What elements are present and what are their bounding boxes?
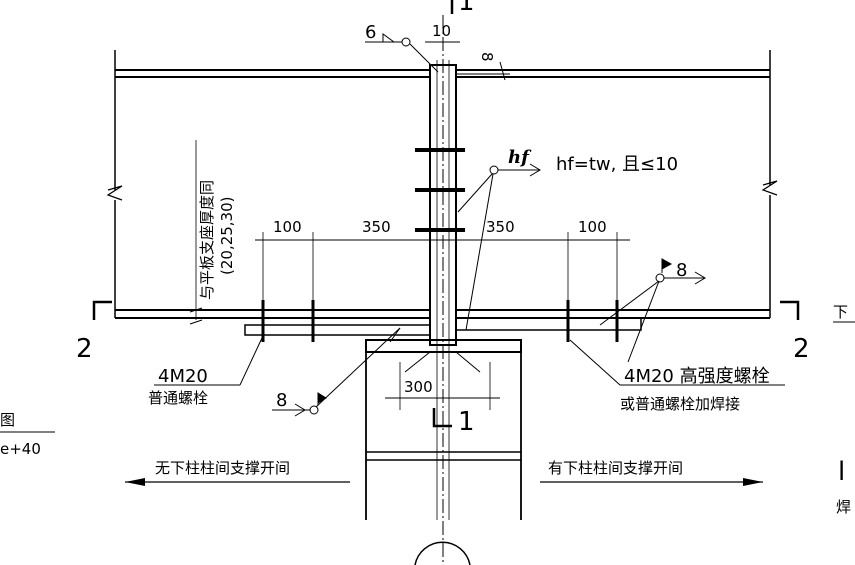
edge-right-frag2: l xyxy=(838,457,845,487)
left-weld-size: 8 xyxy=(276,390,287,411)
splice-plate xyxy=(415,15,465,565)
weld-eight-top: 8 xyxy=(478,52,496,62)
column xyxy=(365,339,522,565)
hf-weld-note: hf hf=tw, 且≤10 xyxy=(457,147,678,331)
hf-symbol: hf xyxy=(508,147,532,168)
section-2-right-label: 2 xyxy=(793,334,810,364)
vertical-note-line1: 与平板支座厚度同 xyxy=(198,180,216,300)
dim-350-left: 350 xyxy=(362,218,391,236)
section-mark-1-top: 1 xyxy=(450,0,475,17)
dim-100-right: 100 xyxy=(578,218,607,236)
right-bolt-callout: 8 4M20 高强度螺栓 或普通螺栓加焊接 xyxy=(569,258,785,413)
dim-300: 300 xyxy=(404,378,433,396)
bearing-plates xyxy=(244,317,642,336)
section-mark-2-left: 2 xyxy=(76,300,112,364)
edge-left-line1: 图 xyxy=(0,411,15,429)
section-1-top-label: 1 xyxy=(458,0,475,17)
right-bolt-spec: 4M20 高强度螺栓 xyxy=(624,366,770,387)
hf-formula: hf=tw, 且≤10 xyxy=(556,154,678,175)
dimension-lines xyxy=(189,41,630,410)
edge-right-frag3: 焊 xyxy=(836,498,851,516)
left-beam xyxy=(106,50,430,319)
section-mark-2-right: 2 xyxy=(780,300,810,364)
vertical-thickness-note: 与平板支座厚度同 (20,25,30) xyxy=(198,180,236,300)
span-right: 有下柱柱间支撑开间 xyxy=(540,459,763,486)
span-left: 无下柱柱间支撑开间 xyxy=(125,459,350,486)
dim-350-right: 350 xyxy=(486,218,515,236)
section-1-bottom-label: 1 xyxy=(458,407,475,437)
edge-right-frag1: 下 xyxy=(833,303,848,321)
left-bolt-spec: 4M20 xyxy=(158,366,208,387)
span-left-label: 无下柱柱间支撑开间 xyxy=(155,459,290,477)
right-weld-size: 8 xyxy=(676,260,687,281)
section-2-left-label: 2 xyxy=(76,334,93,364)
left-bolt-desc: 普通螺栓 xyxy=(148,389,208,407)
dim-100-left: 100 xyxy=(273,218,302,236)
gap-10-dim: 10 xyxy=(432,22,451,40)
top-weld-annotations: 6 10 8 xyxy=(365,22,510,81)
edge-fragments: 图 e+40 下 l 焊 xyxy=(0,303,855,516)
left-bolt-callout: 4M20 普通螺栓 8 xyxy=(148,327,401,417)
section-mark-1-bottom: 1 xyxy=(432,407,475,437)
vertical-note-line2: (20,25,30) xyxy=(218,196,236,275)
weld-top-size: 6 xyxy=(365,22,376,43)
right-beam xyxy=(455,50,778,319)
bolt-markers xyxy=(261,300,619,342)
span-right-label: 有下柱柱间支撑开间 xyxy=(548,459,683,477)
right-bolt-desc: 或普通螺栓加焊接 xyxy=(620,395,740,413)
edge-left-line2: e+40 xyxy=(0,440,41,458)
